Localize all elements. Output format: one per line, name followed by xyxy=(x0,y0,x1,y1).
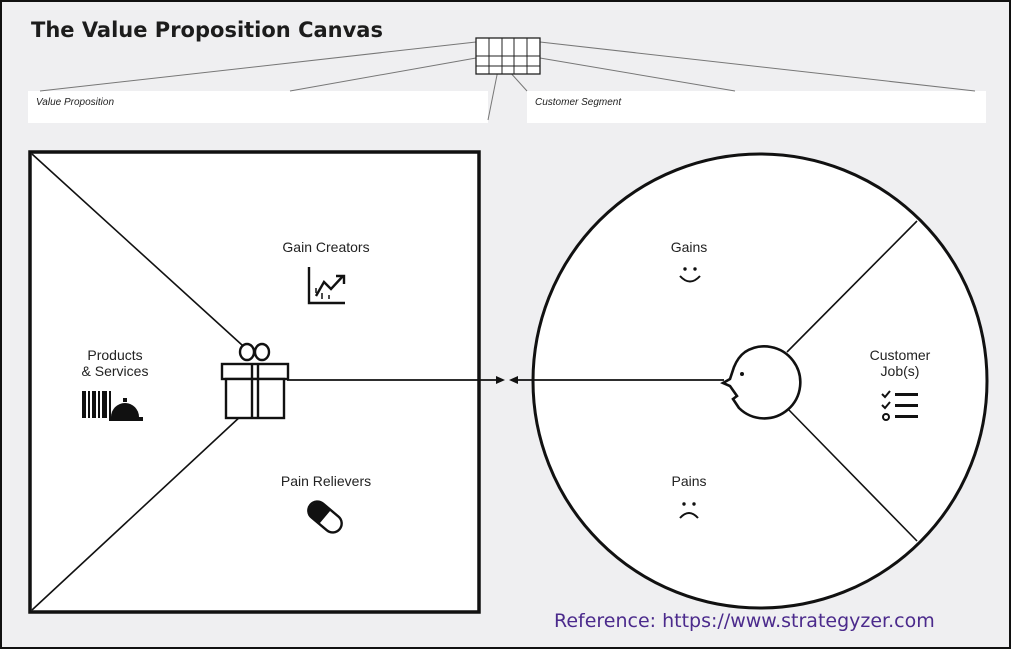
pain-relievers-label: Pain Relievers xyxy=(280,473,372,489)
customer-face-icon xyxy=(720,345,802,420)
pill-icon xyxy=(307,500,343,534)
products-services-label-line2: & Services xyxy=(81,363,149,379)
customer-segment-field[interactable]: Customer Segment xyxy=(527,91,986,123)
pains-label: Pains xyxy=(671,473,707,489)
customer-segment-field-label: Customer Segment xyxy=(535,97,622,108)
page-title: The Value Proposition Canvas xyxy=(31,18,383,42)
customer-jobs-label-line2: Job(s) xyxy=(880,363,920,379)
customer-jobs-label-line1: Customer xyxy=(869,347,931,363)
checklist-icon xyxy=(881,390,918,421)
value-proposition-field-label: Value Proposition xyxy=(36,97,115,108)
smile-face-icon xyxy=(679,267,701,283)
value-proposition-field[interactable]: Value Proposition xyxy=(28,91,488,123)
frown-face-icon xyxy=(679,502,699,519)
gift-box-icon xyxy=(220,342,290,420)
gain-creators-label: Gain Creators xyxy=(282,239,370,255)
gains-label: Gains xyxy=(670,239,708,255)
rising-chart-icon xyxy=(307,267,346,305)
fit-arrows xyxy=(287,376,724,384)
products-services-label-line1: Products xyxy=(87,347,143,363)
barcode-and-service-bell-icon xyxy=(82,391,143,421)
reference-text: Reference: https://www.strategyzer.com xyxy=(554,610,935,632)
canvas-thumbnail-icon xyxy=(39,37,976,121)
